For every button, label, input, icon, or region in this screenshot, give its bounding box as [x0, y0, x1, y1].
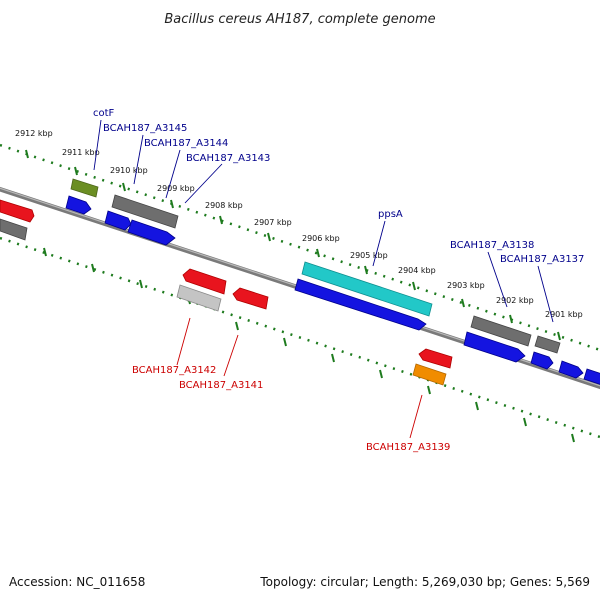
- label-leaders: [93, 119, 554, 439]
- gene-label-BCAH187_A3144[interactable]: BCAH187_A3144: [144, 138, 228, 149]
- gene-label-ppsA[interactable]: ppsA: [378, 209, 403, 220]
- leader-a3142: [176, 317, 191, 366]
- leader-a3139: [409, 394, 423, 439]
- tick-mark: [364, 265, 368, 275]
- tick-mark: [122, 182, 126, 192]
- forward-strand-features: [0, 178, 600, 386]
- tick-mark: [219, 215, 223, 225]
- scale-label: 2901 kbp: [545, 310, 583, 319]
- map-title: Bacillus cereus AH187, complete genome: [164, 12, 435, 27]
- leader-a3138: [487, 251, 508, 308]
- gene-label-BCAH187_A3143[interactable]: BCAH187_A3143: [186, 153, 270, 164]
- leader-a3141: [223, 334, 239, 377]
- gene-arrow[interactable]: [104, 210, 132, 231]
- gene-arrow[interactable]: [294, 278, 427, 331]
- tick-mark: [509, 314, 513, 324]
- leader-a3137: [537, 265, 554, 323]
- tick-mark: [235, 321, 239, 331]
- leader-a3144: [165, 149, 181, 199]
- tick-mark: [331, 353, 335, 363]
- scale-labels: 2912 kbp 2911 kbp 2910 kbp 2909 kbp 2908…: [15, 129, 583, 319]
- gene-BCAH187_A3141[interactable]: [232, 287, 269, 310]
- gene-label-BCAH187_A3145[interactable]: BCAH187_A3145: [103, 123, 187, 134]
- tick-mark: [74, 166, 78, 176]
- gene-cotF[interactable]: [70, 178, 99, 198]
- tick-mark: [25, 149, 29, 159]
- gene-label-BCAH187_A3141[interactable]: BCAH187_A3141: [179, 380, 263, 391]
- tick-mark: [427, 385, 431, 395]
- tick-mark: [283, 337, 287, 347]
- gene-BCAH187_A3142[interactable]: [176, 284, 222, 312]
- gene-ppsA[interactable]: [301, 261, 433, 317]
- scale-label: 2904 kbp: [398, 266, 436, 275]
- tick-mark: [139, 279, 143, 289]
- scale-label: 2909 kbp: [157, 184, 195, 193]
- gene-BCAH187_A3145[interactable]: [111, 194, 179, 229]
- tick-mark: [475, 401, 479, 411]
- gene-arrow[interactable]: [418, 348, 453, 369]
- tick-mark: [379, 369, 383, 379]
- reverse-gene-labels: BCAH187_A3142 BCAH187_A3141 BCAH187_A313…: [132, 365, 450, 453]
- gene-label-BCAH187_A3138[interactable]: BCAH187_A3138: [450, 240, 534, 251]
- tick-mark: [557, 331, 561, 341]
- forward-gene-labels: cotF BCAH187_A3145 BCAH187_A3144 BCAH187…: [93, 108, 584, 265]
- leader-cotF: [93, 119, 102, 171]
- tick-mark: [91, 263, 95, 273]
- scale-label: 2908 kbp: [205, 201, 243, 210]
- gene-label-cotF[interactable]: cotF: [93, 108, 115, 119]
- gene-arrow[interactable]: [182, 268, 227, 295]
- leader-ppsA: [372, 220, 386, 267]
- tick-mark: [170, 199, 174, 209]
- genome-summary: Topology: circular; Length: 5,269,030 bp…: [259, 575, 590, 589]
- accession-label: Accession: NC_011658: [9, 575, 145, 589]
- leader-a3145: [133, 134, 144, 185]
- scale-label: 2903 kbp: [447, 281, 485, 290]
- scale-label: 2902 kbp: [496, 296, 534, 305]
- tick-mark: [267, 232, 271, 242]
- scale-label: 2906 kbp: [302, 234, 340, 243]
- gene-BCAH187_A3139[interactable]: [412, 363, 447, 386]
- gene-label-BCAH187_A3137[interactable]: BCAH187_A3137: [500, 254, 584, 265]
- tick-mark: [412, 281, 416, 291]
- gene-arrow[interactable]: [65, 195, 92, 215]
- gene-label-BCAH187_A3139[interactable]: BCAH187_A3139: [366, 442, 450, 453]
- tick-mark: [43, 247, 47, 257]
- gene-BCAH187_A3144[interactable]: [127, 219, 176, 246]
- gene-arrow[interactable]: [583, 368, 600, 386]
- gene-arrow[interactable]: [463, 331, 526, 363]
- lower-major-ticks: [43, 247, 575, 443]
- gene-label-BCAH187_A3142[interactable]: BCAH187_A3142: [132, 365, 216, 376]
- leader-a3143: [184, 163, 223, 204]
- lower-scale-track: [0, 236, 600, 439]
- gene-arrow[interactable]: [530, 351, 554, 370]
- tick-mark: [571, 433, 575, 443]
- gene-BCAH187_A3138[interactable]: [470, 315, 532, 347]
- scale-label: 2911 kbp: [62, 148, 100, 157]
- tick-mark: [523, 417, 527, 427]
- scale-label: 2912 kbp: [15, 129, 53, 138]
- gene-arrow[interactable]: [0, 199, 35, 223]
- scale-label: 2910 kbp: [110, 166, 148, 175]
- gene-BCAH187_A3137[interactable]: [534, 335, 561, 354]
- tick-mark: [461, 298, 465, 308]
- upper-major-ticks: [25, 149, 561, 341]
- gene-arrow[interactable]: [558, 360, 584, 379]
- scale-label: 2905 kbp: [350, 251, 388, 260]
- reverse-strand-features: [0, 218, 453, 386]
- gene-arrow[interactable]: [0, 218, 28, 241]
- tick-mark: [316, 248, 320, 258]
- scale-label: 2907 kbp: [254, 218, 292, 227]
